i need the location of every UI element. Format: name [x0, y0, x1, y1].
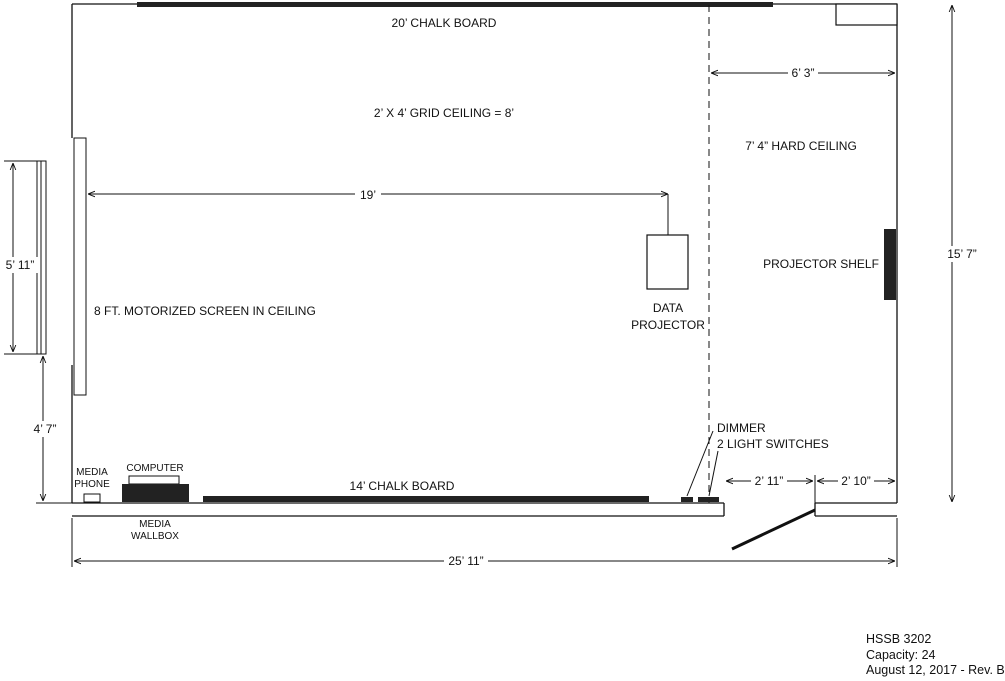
computer-label: COMPUTER: [126, 463, 183, 474]
media-wallbox-label-line1: MEDIA: [139, 519, 171, 530]
room-number: HSSB 3202: [866, 632, 932, 646]
media-phone-label-line2: PHONE: [74, 479, 110, 490]
room-info-block: HSSB 3202 Capacity: 24 August 12, 2017 -…: [866, 632, 1005, 679]
dimension-door-offset: 2’ 11”: [755, 474, 784, 488]
dimension-screen-width: 5’ 11”: [6, 258, 35, 272]
chalkboard-bottom: [203, 496, 649, 502]
chalkboard-top-label: 20’ CHALK BOARD: [392, 16, 497, 30]
dimmer-switch: [681, 497, 693, 502]
room-capacity: Capacity: 24: [866, 647, 936, 662]
media-phone: [83, 493, 101, 503]
dimension-screen-offset: 4’ 7”: [34, 422, 57, 436]
data-projector-label-line2: PROJECTOR: [631, 318, 705, 332]
dimension-right-zone-width: 6’ 3”: [792, 66, 815, 80]
grid-ceiling-label: 2’ X 4’ GRID CEILING = 8’: [374, 106, 514, 120]
light-switches-label: 2 LIGHT SWITCHES: [717, 437, 829, 451]
dimension-door-width: 2’ 10”: [841, 474, 871, 488]
motorized-screen: [36, 137, 87, 396]
revision-date: August 12, 2017 - Rev. B: [866, 663, 1005, 677]
computer: [128, 475, 180, 485]
projector-shelf-label: PROJECTOR SHELF: [763, 257, 879, 271]
dimmer-label: DIMMER: [717, 421, 766, 435]
data-projector-label-line1: DATA: [653, 301, 683, 315]
media-phone-label-line1: MEDIA: [76, 467, 108, 478]
media-wallbox-label-line2: WALLBOX: [131, 531, 179, 542]
data-projector: [646, 234, 689, 290]
chalkboard-top: [137, 2, 773, 7]
dimension-room-depth: 15’ 7”: [947, 247, 977, 261]
media-wallbox: [122, 484, 189, 502]
door-swing: [731, 508, 816, 551]
light-switches: [698, 497, 719, 502]
dimension-throw-distance: 19’: [360, 188, 376, 202]
corner-cabinet: [835, 3, 898, 26]
chalkboard-bottom-label: 14’ CHALK BOARD: [350, 479, 455, 493]
hard-ceiling-label: 7’ 4” HARD CEILING: [745, 139, 857, 153]
dimension-room-length: 25’ 11”: [448, 554, 483, 568]
projector-shelf: [884, 229, 896, 300]
screen-label: 8 FT. MOTORIZED SCREEN IN CEILING: [94, 304, 316, 318]
